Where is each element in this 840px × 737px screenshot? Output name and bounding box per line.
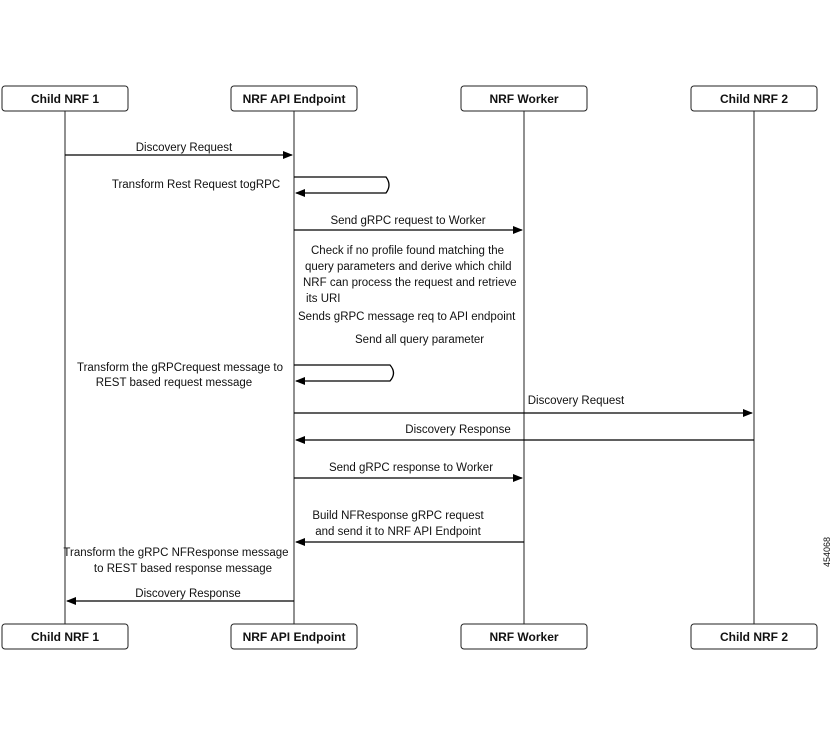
figure-id: 454068 — [822, 537, 832, 567]
message-label-discovery-request-2: Discovery Request — [528, 395, 625, 407]
participant-nrf-api-endpoint-top: NRF API Endpoint — [230, 85, 358, 112]
participant-label: NRF Worker — [489, 630, 558, 644]
message-label-discovery-request: Discovery Request — [136, 142, 233, 154]
note-line: Sends gRPC message req to API endpoint — [298, 311, 516, 323]
participant-label: Child NRF 1 — [31, 630, 99, 644]
participant-nrf-worker-top: NRF Worker — [460, 85, 588, 112]
participant-child-nrf-2-bottom: Child NRF 2 — [690, 623, 818, 650]
message-label-discovery-response: Discovery Response — [405, 424, 510, 436]
message-label-build-nfresponse: Build NFResponse gRPC request — [312, 510, 484, 522]
participant-label: Child NRF 2 — [720, 92, 788, 106]
participant-label: Child NRF 2 — [720, 630, 788, 644]
participant-label: NRF API Endpoint — [243, 92, 346, 106]
message-label-transform-nfresponse: to REST based response message — [94, 563, 272, 575]
note-line: its URI — [306, 293, 341, 305]
participant-child-nrf-1-top: Child NRF 1 — [1, 85, 129, 112]
participant-child-nrf-1-bottom: Child NRF 1 — [1, 623, 129, 650]
message-label-transform-nfresponse: Transform the gRPC NFResponse message — [63, 547, 288, 559]
participant-label: NRF Worker — [489, 92, 558, 106]
note-line: Send all query parameter — [355, 334, 484, 346]
message-label-discovery-response-final: Discovery Response — [135, 588, 240, 600]
message-label-build-nfresponse: and send it to NRF API Endpoint — [315, 526, 481, 538]
message-label-transform-grpc: REST based request message — [96, 377, 252, 389]
participant-nrf-api-endpoint-bottom: NRF API Endpoint — [230, 623, 358, 650]
participant-label: NRF API Endpoint — [243, 630, 346, 644]
participant-label: Child NRF 1 — [31, 92, 99, 106]
self-message-arrow-transform-rest — [294, 176, 390, 197]
participant-child-nrf-2-top: Child NRF 2 — [690, 85, 818, 112]
message-label-send-grpc-request: Send gRPC request to Worker — [330, 215, 485, 227]
message-label-transform-rest: Transform Rest Request togRPC — [112, 179, 280, 191]
self-message-arrow-transform-grpc — [294, 364, 395, 385]
note-line: NRF can process the request and retrieve — [303, 277, 517, 289]
participant-nrf-worker-bottom: NRF Worker — [460, 623, 588, 650]
message-label-send-grpc-response: Send gRPC response to Worker — [329, 462, 493, 474]
message-label-transform-grpc: Transform the gRPCrequest message to — [77, 362, 283, 374]
note-line: Check if no profile found matching the — [311, 245, 504, 257]
note-line: query parameters and derive which child — [305, 261, 511, 273]
